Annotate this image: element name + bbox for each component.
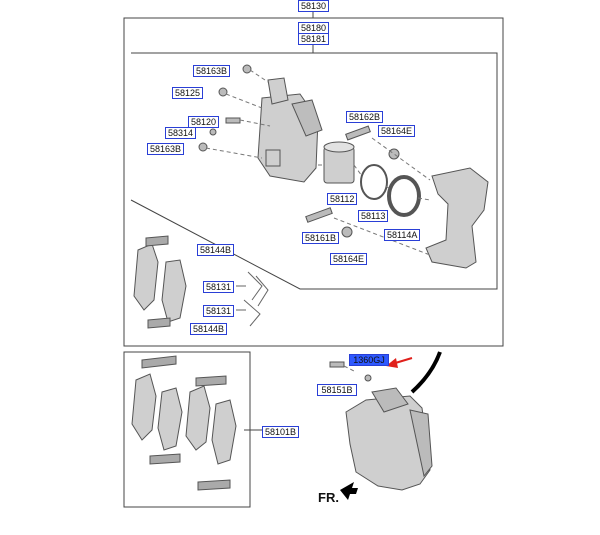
caliper-housing-drawing (257, 77, 323, 183)
part-label[interactable]: 58162B (346, 111, 384, 123)
pad-clips-drawing (236, 271, 269, 327)
leader-lines (205, 69, 431, 373)
part-label[interactable]: 58161B (302, 232, 340, 244)
brake-pads-drawing (133, 235, 187, 329)
complete-caliper-drawing (345, 387, 433, 491)
carrier-bracket-drawing (425, 167, 489, 269)
part-label[interactable]: 58164E (378, 125, 416, 137)
pointer-arrow (386, 357, 413, 368)
part-label[interactable]: 58163B (147, 143, 185, 155)
part-label[interactable]: 58112 (327, 193, 358, 205)
piston-seal-drawing (360, 164, 388, 200)
part-label-highlighted[interactable]: 1360GJ (349, 354, 389, 366)
piston-drawing (323, 141, 355, 184)
part-label[interactable]: 58131 (203, 281, 235, 293)
part-label[interactable]: 58120 (188, 116, 220, 128)
part-label[interactable]: 58181 (298, 33, 330, 45)
dust-boot-drawing (387, 175, 421, 217)
bolts-drawing (198, 64, 400, 382)
front-direction-label: FR. (318, 490, 339, 505)
part-label[interactable]: 58151B (317, 384, 357, 396)
caliper-inner-frame (130, 52, 498, 290)
part-label[interactable]: 58125 (172, 87, 204, 99)
brake-hose-drawing (410, 351, 442, 394)
pad-kit-drawing (131, 355, 237, 491)
part-label[interactable]: 58114A (384, 229, 421, 241)
part-label[interactable]: 58164E (330, 253, 368, 265)
part-label[interactable]: 58113 (358, 210, 389, 222)
part-label[interactable]: 58130 (298, 0, 330, 12)
part-label[interactable]: 58144B (190, 323, 228, 335)
front-arrow-icon (340, 482, 358, 500)
part-label[interactable]: 58314 (165, 127, 197, 139)
part-label[interactable]: 58101B (262, 426, 300, 438)
part-label[interactable]: 58131 (203, 305, 235, 317)
part-label[interactable]: 58144B (197, 244, 235, 256)
part-label[interactable]: 58163B (193, 65, 231, 77)
